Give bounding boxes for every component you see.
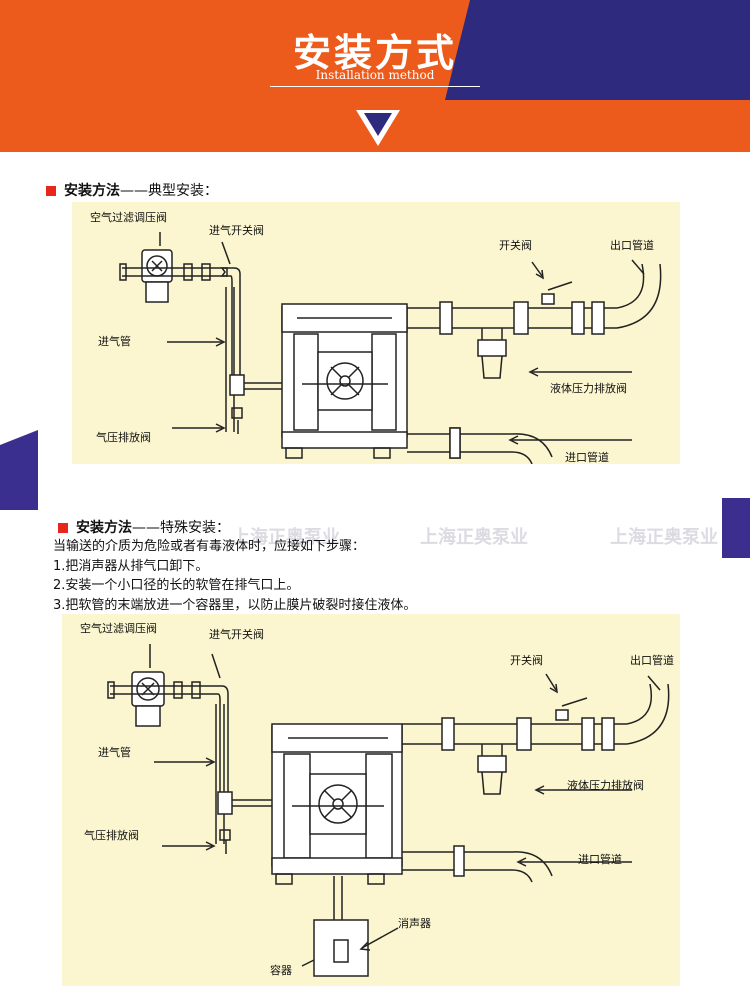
watermark-strip: 上海正奥泵业 上海正奥泵业 上海正奥泵业: [0, 517, 750, 553]
label-inlet-pipe: 进口管道: [565, 451, 609, 464]
watermark-text-2: 上海正奥泵业: [420, 527, 528, 548]
pump-diagram-2: [107, 644, 670, 977]
watermark-text-3: 上海正奥泵业: [610, 527, 718, 548]
section1-heading: 安装方法——典型安装：: [46, 180, 218, 200]
step-2: 2.安装一个小口径的长的软管在排气口上。: [53, 578, 300, 593]
label-relief-valve-2: 液体压力排放阀: [567, 779, 644, 792]
label-inlet-valve-2: 进气开关阀: [209, 628, 264, 641]
label-air-pipe: 进气管: [98, 335, 131, 348]
label-inlet-valve: 进气开关阀: [209, 224, 264, 237]
watermark-text-1: 上海正奥泵业: [232, 527, 340, 548]
label-container: 容器: [270, 964, 292, 977]
page-subtitle: Installation method: [315, 68, 435, 82]
left-deco-shape: [0, 430, 38, 510]
label-filter-regulator: 空气过滤调压阀: [90, 211, 167, 224]
page-title: 安装方式: [292, 31, 457, 75]
header-banner: 安装方式 Installation method: [0, 0, 750, 152]
label-air-pipe-2: 进气管: [98, 746, 131, 759]
pump-diagram-1: [119, 232, 662, 464]
diagram-special-install: 空气过滤调压阀 进气开关阀 开关阀 出口管道 进气管 液体压力排放阀 气压排放阀…: [62, 614, 680, 986]
label-exhaust-valve: 气压排放阀: [96, 431, 151, 444]
special-install-steps: 当输送的介质为危险或者有毒液体时，应接如下步骤： 1.把消声器从排气口卸下。 2…: [53, 537, 416, 615]
right-deco-shape: [722, 498, 750, 558]
label-exhaust-valve-2: 气压排放阀: [84, 829, 139, 842]
label-outlet-pipe-2: 出口管道: [630, 654, 674, 667]
label-switch-valve-2: 开关阀: [510, 654, 543, 667]
label-muffler: 消声器: [398, 917, 431, 930]
label-inlet-pipe-2: 进口管道: [578, 853, 622, 866]
steps-intro: 当输送的介质为危险或者有毒液体时，应接如下步骤：: [53, 539, 366, 554]
step-1: 1.把消声器从排气口卸下。: [53, 558, 209, 574]
label-outlet-pipe: 出口管道: [610, 239, 654, 252]
red-square-bullet: [46, 186, 56, 196]
banner-shapes: [270, 0, 750, 146]
label-filter-regulator-2: 空气过滤调压阀: [80, 622, 157, 635]
label-switch-valve: 开关阀: [499, 239, 532, 252]
label-relief-valve: 液体压力排放阀: [550, 382, 627, 395]
step-3: 3.把软管的末端放进一个容器里，以防止膜片破裂时接住液体。: [53, 597, 417, 613]
section2-heading: 安装方法——特殊安装：: [58, 517, 230, 537]
diagram-typical-install: 空气过滤调压阀 进气开关阀 开关阀 出口管道 进气管 液体压力排放阀 气压排放阀…: [72, 202, 680, 464]
red-square-bullet-2: [58, 523, 68, 533]
